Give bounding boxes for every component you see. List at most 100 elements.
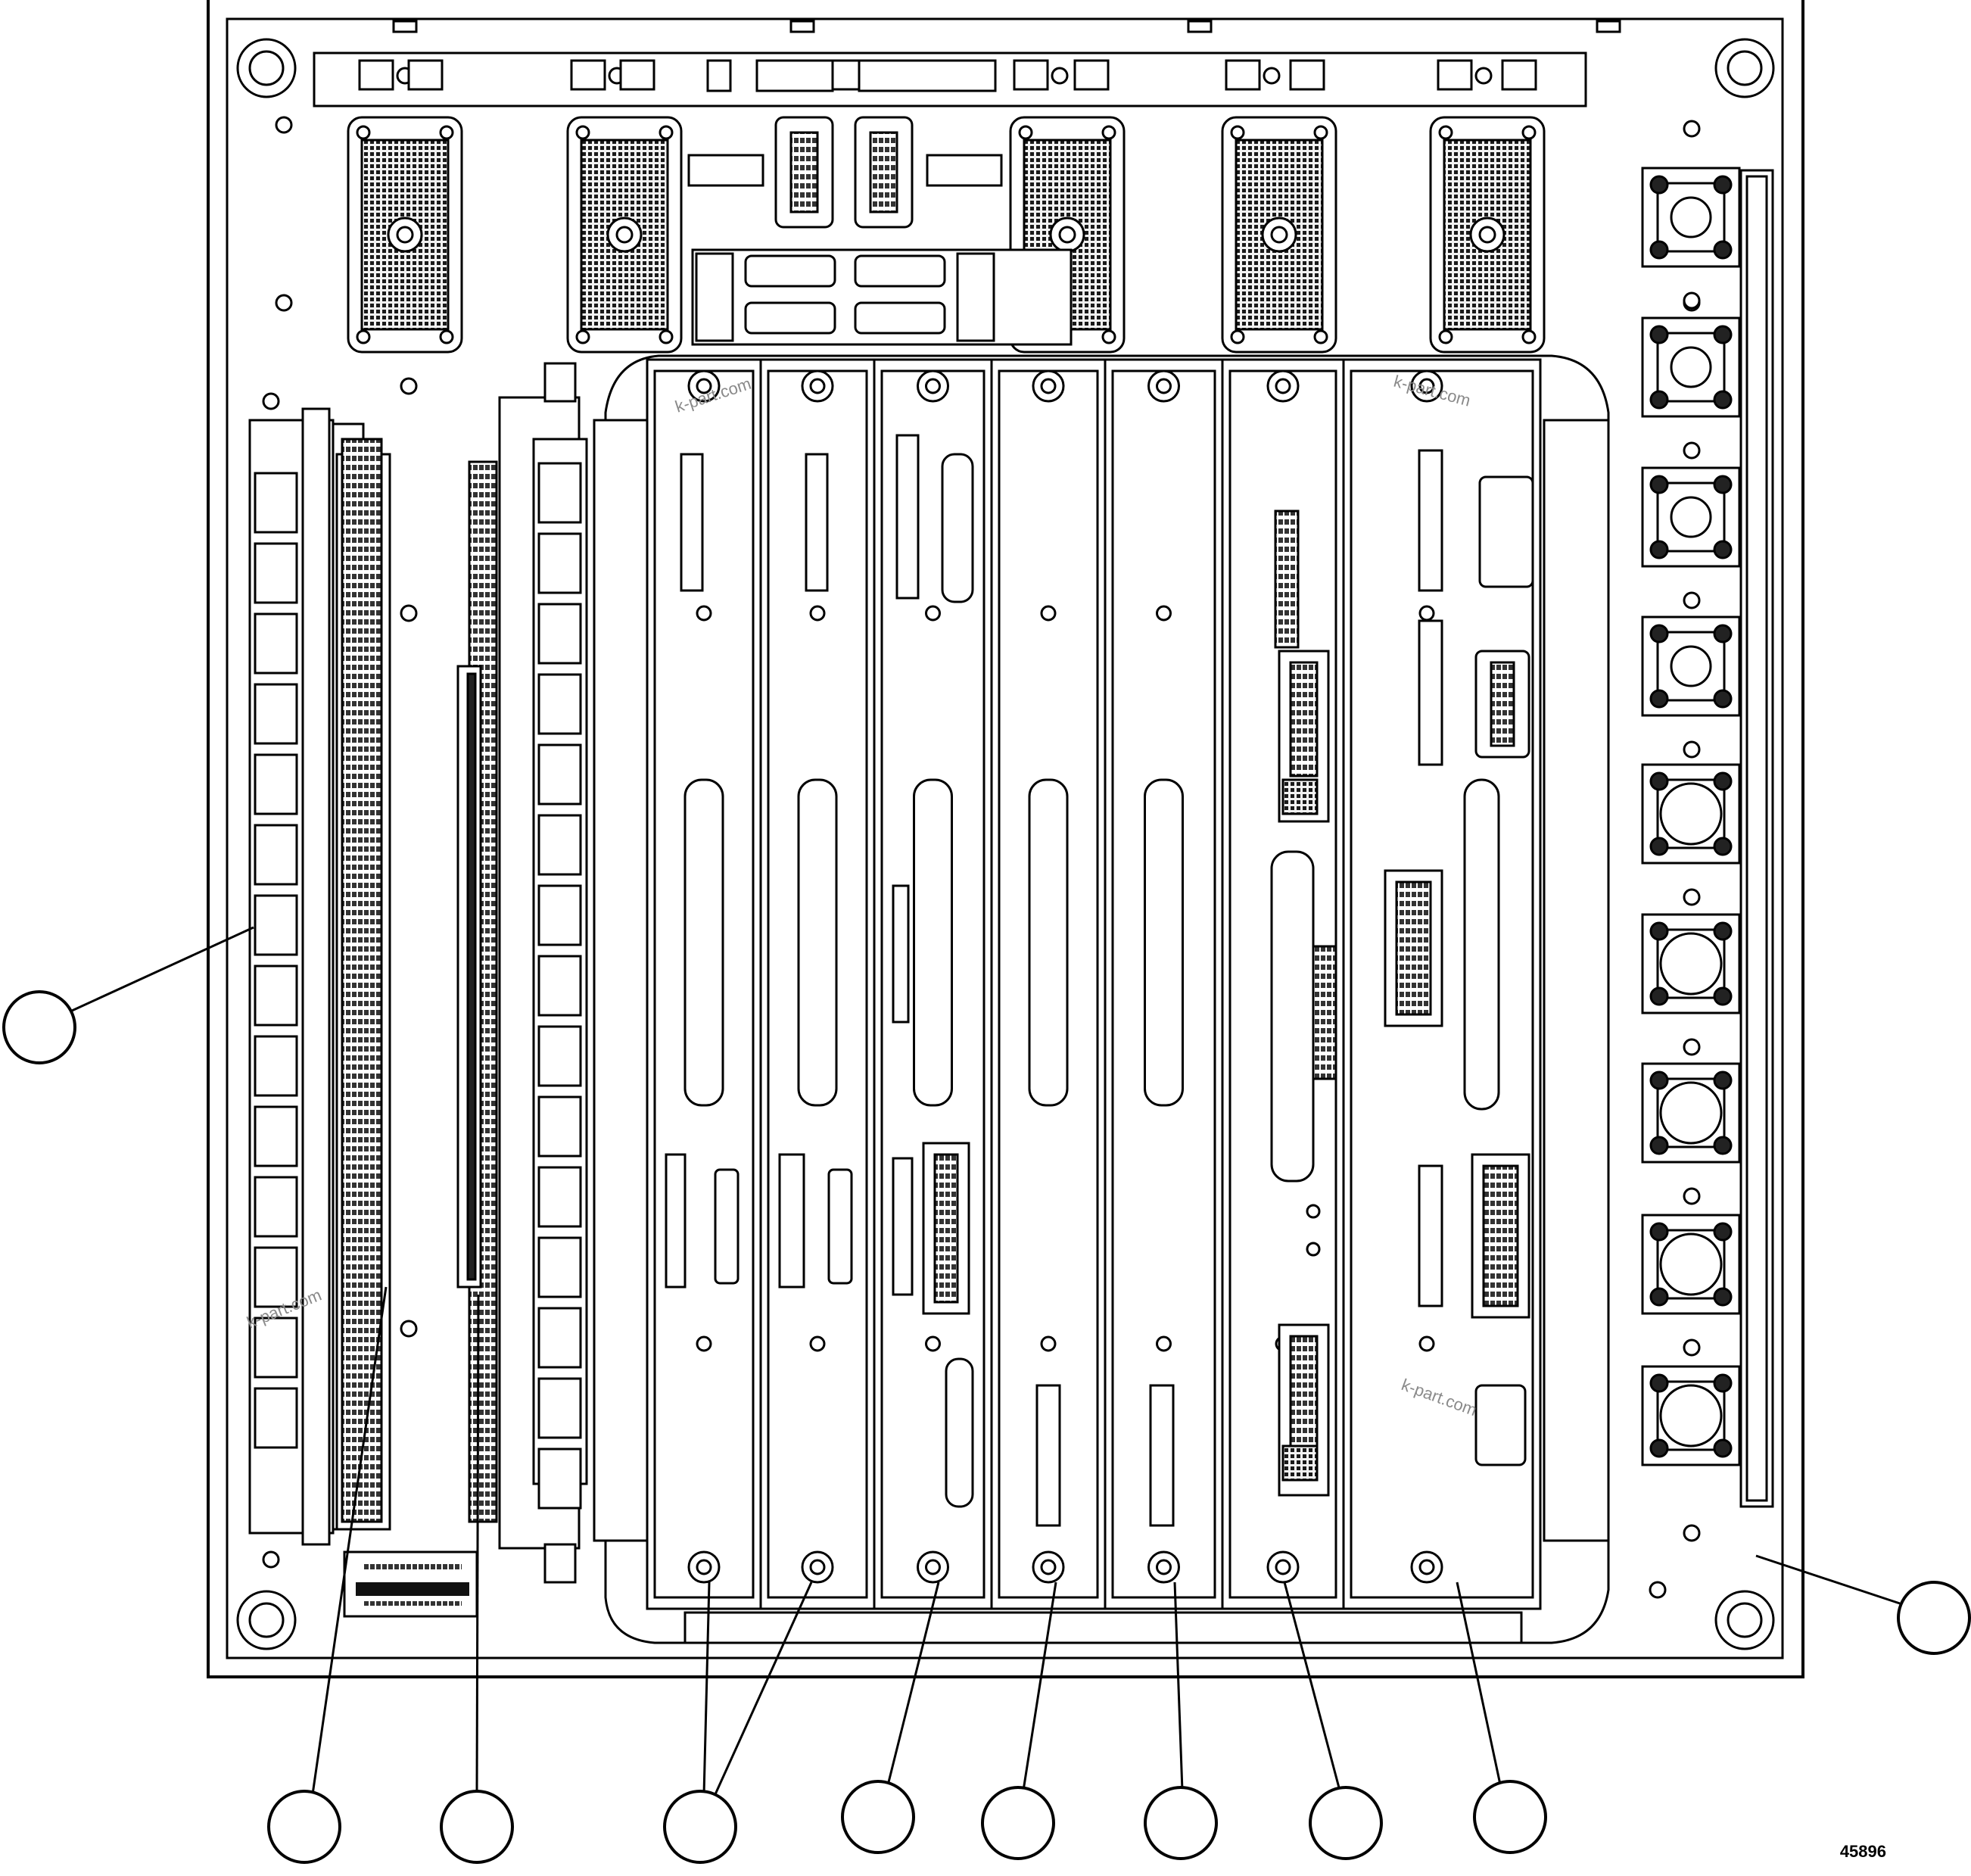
breaker-button: [1670, 346, 1712, 388]
module-connector: [1478, 475, 1534, 588]
terminal-block: [358, 59, 394, 91]
breaker-screw: [1649, 175, 1669, 195]
panel-screw: [400, 1320, 418, 1338]
module-top-screw-inner: [1418, 378, 1435, 394]
module-label-print: [1395, 880, 1432, 1016]
module-top-screw-inner: [1156, 378, 1172, 394]
module-label-slot: [1149, 1384, 1175, 1527]
mesh-corner-screw: [356, 329, 371, 344]
terminal-cell: [537, 955, 582, 1017]
breaker-button: [1659, 932, 1723, 996]
breaker-screw: [1713, 1070, 1733, 1090]
circuit-breaker: [1641, 316, 1741, 418]
terminal-screw: [1051, 67, 1069, 85]
terminal-cell: [254, 1105, 298, 1167]
top-terminal-blocks: [358, 59, 1537, 92]
module-label-slot: [892, 884, 910, 1024]
mesh-corner-screw: [439, 125, 454, 140]
panel-screw: [1683, 441, 1701, 460]
breaker-screw: [1649, 1070, 1669, 1090]
mesh-corner-screw: [1438, 329, 1453, 344]
left-terminal-module: [248, 392, 391, 1569]
breaker-rail: [1739, 169, 1774, 1508]
breaker-screw: [1649, 1373, 1669, 1393]
module-led-bar: [895, 434, 920, 600]
breaker-screw: [1649, 475, 1669, 494]
mesh-corner-screw: [1521, 125, 1537, 140]
mesh-corner-screw: [1230, 125, 1245, 140]
breaker-screw: [1713, 771, 1733, 791]
module-dsub-pins: [1289, 661, 1319, 778]
module-mid-screw: [696, 1335, 712, 1352]
terminal-block: [570, 59, 606, 91]
mesh-corner-screw: [575, 125, 590, 140]
mesh-corner-screw: [659, 125, 674, 140]
terminal-block: [706, 59, 732, 92]
terminal-block: [858, 59, 997, 92]
panel-screw: [1683, 591, 1701, 609]
terminal-cell: [254, 1317, 298, 1379]
center-terminal-module: [456, 362, 588, 1584]
breaker-screw: [1713, 1438, 1733, 1458]
io-module: [873, 358, 993, 1610]
breaker-screw: [1649, 1287, 1669, 1307]
module-mid-screw: [1040, 605, 1057, 622]
module-led-bar: [1274, 510, 1300, 649]
panel-screw: [1649, 1581, 1667, 1599]
circuit-breaker: [1641, 167, 1741, 268]
callout-leader-line: [702, 1582, 711, 1795]
module-slot: [1270, 850, 1315, 1183]
module-screw: [1306, 1242, 1321, 1257]
callout-leader-line: [714, 1582, 813, 1795]
callout-leader-line: [1755, 1554, 1901, 1605]
module-top-screw-inner: [1040, 378, 1057, 394]
io-modules: [646, 358, 1542, 1610]
terminal-screw: [1474, 67, 1493, 85]
breaker-button: [1659, 1081, 1723, 1145]
breaker-screw: [1649, 390, 1669, 410]
mesh-center-screw-inner: [1058, 226, 1076, 244]
breaker-screw: [1649, 325, 1669, 344]
module-bottom-screw-inner: [809, 1559, 826, 1575]
mesh-corner-screw: [1438, 125, 1453, 140]
module-bottom-screw-inner: [1156, 1559, 1172, 1575]
module-slot: [683, 778, 724, 1107]
breaker-button: [1670, 645, 1712, 687]
panel-screw: [1683, 120, 1701, 138]
module-screw: [262, 1550, 280, 1569]
panel-screw: [1683, 1187, 1701, 1205]
module-tab: [543, 362, 577, 403]
circuit-breaker: [1641, 1365, 1741, 1466]
terminal-screw: [1263, 67, 1281, 85]
breaker-screw: [1713, 1373, 1733, 1393]
terminal-cell: [254, 612, 298, 675]
module-top-screw-inner: [696, 378, 712, 394]
terminal-cell: [537, 1095, 582, 1158]
terminal-block: [1013, 59, 1049, 91]
terminal-cell: [537, 462, 582, 524]
module-bottom-screw-inner: [1040, 1559, 1057, 1575]
breaker-button: [1670, 496, 1712, 538]
terminal-block: [619, 59, 655, 91]
terminal-cell: [254, 824, 298, 886]
breaker-screw: [1713, 986, 1733, 1006]
io-module: [759, 358, 876, 1610]
mesh-center-screw-inner: [396, 226, 414, 244]
module-top-screw-inner: [925, 378, 941, 394]
terminal-cell: [537, 743, 582, 806]
mesh-corner-screw: [1313, 329, 1328, 344]
module-dsub-pins: [1289, 1335, 1319, 1451]
module-tab: [543, 1543, 577, 1584]
terminal-block: [1437, 59, 1473, 91]
io-module: [1342, 358, 1542, 1610]
terminal-cell: [254, 964, 298, 1027]
module-bottom-screw-inner: [1418, 1559, 1435, 1575]
mesh-center-screw-inner: [615, 226, 634, 244]
terminal-cell: [537, 884, 582, 946]
module-label-slot: [1418, 449, 1443, 592]
terminal-cell: [254, 894, 298, 956]
io-module: [646, 358, 762, 1610]
module-slot: [913, 778, 953, 1107]
